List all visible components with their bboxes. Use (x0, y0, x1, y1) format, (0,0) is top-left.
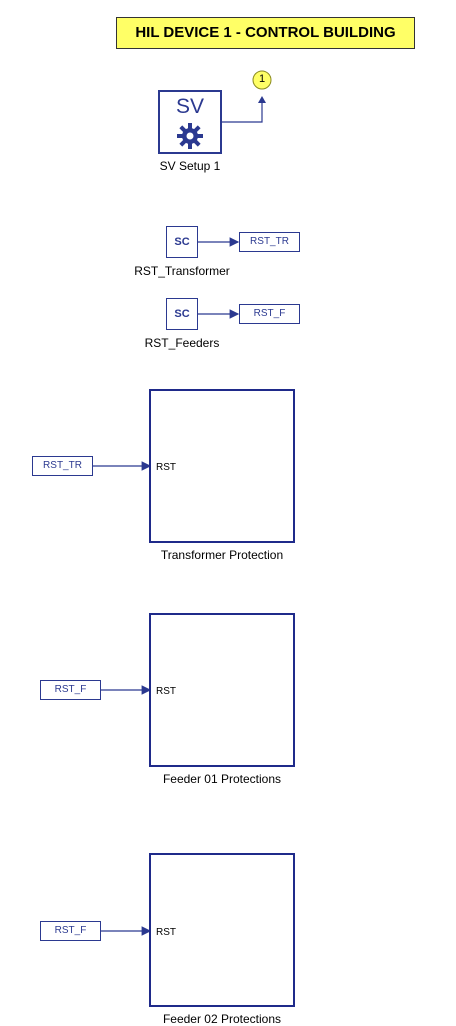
goto-marker-number: 1 (258, 73, 266, 85)
sv-output-wire (222, 100, 263, 123)
sv-setup-block[interactable]: SV (158, 90, 222, 154)
sv-block-text: SV (175, 95, 204, 118)
subsystem-feeder-02[interactable]: RST (149, 853, 295, 1007)
port-label-rst: RST (156, 686, 176, 697)
from-tag-rst-f-2[interactable]: RST_F (40, 921, 101, 941)
port-label-rst: RST (156, 927, 176, 938)
port-label-rst: RST (156, 462, 176, 473)
sc-block-transformer[interactable]: SC (166, 226, 198, 258)
diagram-title: HIL DEVICE 1 - CONTROL BUILDING (116, 17, 415, 49)
sc-label-feeders: RST_Feeders (144, 336, 220, 350)
sc-label-transformer: RST_Transformer (134, 264, 230, 278)
goto-tag-rst-tr[interactable]: RST_TR (239, 232, 300, 252)
goto-marker-circle (252, 70, 272, 90)
sv-setup-label: SV Setup 1 (159, 159, 221, 173)
subsystem-transformer-protection[interactable]: RST (149, 389, 295, 543)
goto-tag-rst-f[interactable]: RST_F (239, 304, 300, 324)
from-tag-rst-f-1[interactable]: RST_F (40, 680, 101, 700)
sc-block-feeders[interactable]: SC (166, 298, 198, 330)
from-tag-rst-tr[interactable]: RST_TR (32, 456, 93, 476)
sv-output-arrow (258, 96, 266, 103)
subsystem-label-feeder-02: Feeder 02 Protections (162, 1012, 282, 1026)
subsystem-feeder-01[interactable]: RST (149, 613, 295, 767)
subsystem-label-feeder-01: Feeder 01 Protections (162, 772, 282, 786)
gear-icon (177, 123, 203, 149)
subsystem-label-transformer: Transformer Protection (160, 548, 284, 562)
